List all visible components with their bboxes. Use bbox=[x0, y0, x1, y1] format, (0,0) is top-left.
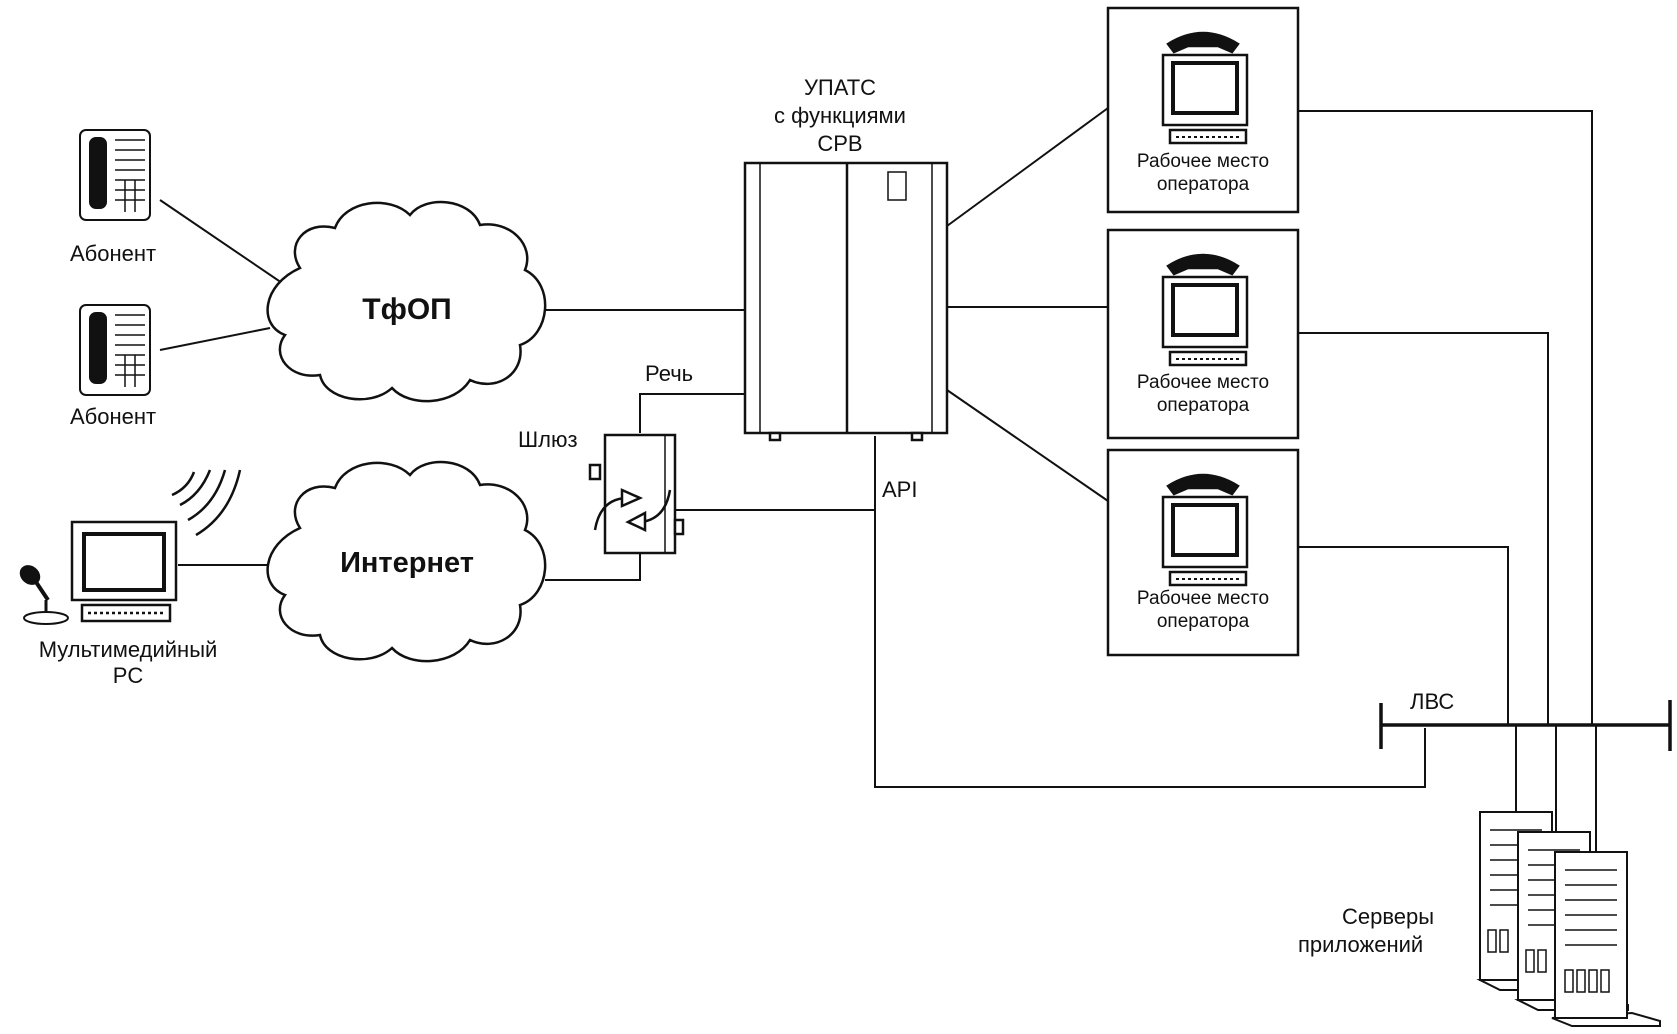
pbx-label-line2: с функциями bbox=[774, 103, 906, 128]
multimedia-pc-label-line2: PC bbox=[112, 663, 144, 688]
operator-label-line2: оператора bbox=[1156, 395, 1250, 416]
subscriber-label: Абонент bbox=[69, 241, 157, 266]
link-subscriber1-pstn bbox=[159, 199, 286, 286]
operator-workstation-icon bbox=[1161, 473, 1249, 587]
operator-box-2 bbox=[1106, 228, 1300, 440]
servers-icon bbox=[1476, 811, 1661, 1027]
link-gateway-pbx-speech bbox=[639, 393, 745, 433]
multimedia-pc-label-line1: Мультимедийный bbox=[38, 637, 218, 662]
gateway-label: Шлюз bbox=[518, 427, 578, 452]
link-pbx-operator3 bbox=[946, 389, 1109, 502]
pbx-cabinet-icon bbox=[743, 161, 949, 442]
link-subscriber2-pstn bbox=[159, 327, 271, 351]
microphone-icon bbox=[19, 565, 69, 625]
operator-box-3 bbox=[1106, 448, 1300, 657]
operator-label-line1: Рабочее место bbox=[1136, 372, 1270, 393]
server-icon bbox=[1551, 851, 1661, 1027]
operator-label-line1: Рабочее место bbox=[1136, 588, 1270, 609]
link-operator3-lan bbox=[1298, 546, 1509, 725]
pbx-label-line1: УПАТС bbox=[803, 75, 877, 100]
pstn-label: ТфОП bbox=[362, 293, 452, 326]
link-internet-gateway bbox=[545, 548, 641, 581]
link-pbx-operator1 bbox=[946, 107, 1109, 227]
phone-icon bbox=[79, 129, 151, 221]
link-operator2-lan bbox=[1298, 332, 1549, 725]
operator-label-line1: Рабочее место bbox=[1136, 151, 1270, 172]
pbx-label-line3: СРВ bbox=[817, 131, 863, 156]
api-label: API bbox=[882, 477, 918, 502]
lan-label: ЛВС bbox=[1410, 689, 1455, 714]
link-operator1-lan bbox=[1298, 110, 1593, 725]
gateway-icon bbox=[588, 433, 685, 555]
operator-workstation-icon bbox=[1161, 31, 1249, 145]
subscriber-label: Абонент bbox=[69, 404, 157, 429]
internet-label: Интернет bbox=[340, 547, 474, 579]
operator-label-line2: оператора bbox=[1156, 611, 1250, 632]
link-api-lan bbox=[874, 436, 1426, 788]
phone-icon bbox=[79, 304, 151, 396]
servers-label-line1: Серверы bbox=[1342, 904, 1435, 929]
speech-label: Речь bbox=[645, 361, 694, 386]
pstn-cloud-icon bbox=[266, 200, 547, 403]
internet-cloud-icon bbox=[266, 460, 547, 663]
operator-box-1 bbox=[1106, 6, 1300, 214]
multimedia-pc-icon bbox=[70, 469, 242, 623]
servers-label-line2: приложений bbox=[1298, 932, 1424, 957]
operator-workstation-icon bbox=[1161, 253, 1249, 367]
operator-label-line2: оператора bbox=[1156, 174, 1250, 195]
